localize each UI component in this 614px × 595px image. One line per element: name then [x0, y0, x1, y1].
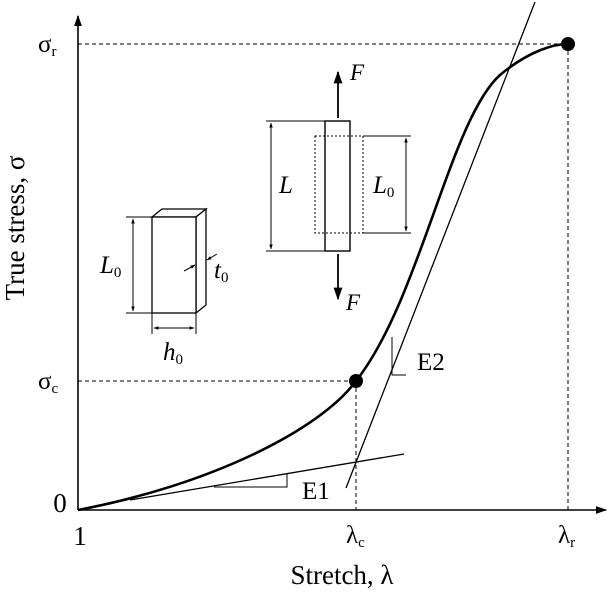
original-length-label: L0 [372, 172, 394, 201]
force-label-top: F [349, 60, 365, 85]
original-outline-dotted [314, 135, 364, 234]
rupture-point [561, 37, 575, 51]
specimen-front-face [151, 216, 197, 314]
slope-label-e1: E1 [302, 478, 330, 505]
slope-triangle-e1 [214, 474, 288, 488]
slope-triangle-e2 [391, 337, 406, 376]
tangent-e2 [345, 1, 536, 489]
specimen-t0-pointer-left [183, 264, 196, 272]
specimen-t0-pointer-right [206, 253, 218, 261]
sigma-r-label: σr [38, 31, 56, 60]
specimen-t0-label: t0 [214, 257, 228, 286]
tangent-e1 [129, 453, 405, 501]
slope-label-e2: E2 [417, 349, 445, 376]
stretched-specimen [324, 120, 351, 252]
lambda-r-label: λr [558, 522, 575, 551]
undeformed-specimen [126, 207, 218, 334]
y-axis-label: True stress, σ [0, 155, 30, 300]
critical-point [349, 374, 363, 388]
loaded-specimen [266, 70, 411, 301]
x-axis-label: Stretch, λ [290, 560, 393, 590]
force-label-bottom: F [345, 290, 361, 315]
y-origin-tick: 0 [53, 488, 67, 518]
lambda-c-label: λc [346, 522, 365, 551]
specimen-side-face [195, 207, 207, 315]
stretched-length-label: L [278, 172, 293, 199]
x-origin-tick: 1 [73, 521, 87, 551]
stress-stretch-curve [77, 42, 569, 512]
sigma-c-label: σc [38, 368, 58, 397]
specimen-h0-label: h0 [163, 339, 183, 368]
specimen-l0-label: L0 [99, 252, 121, 281]
